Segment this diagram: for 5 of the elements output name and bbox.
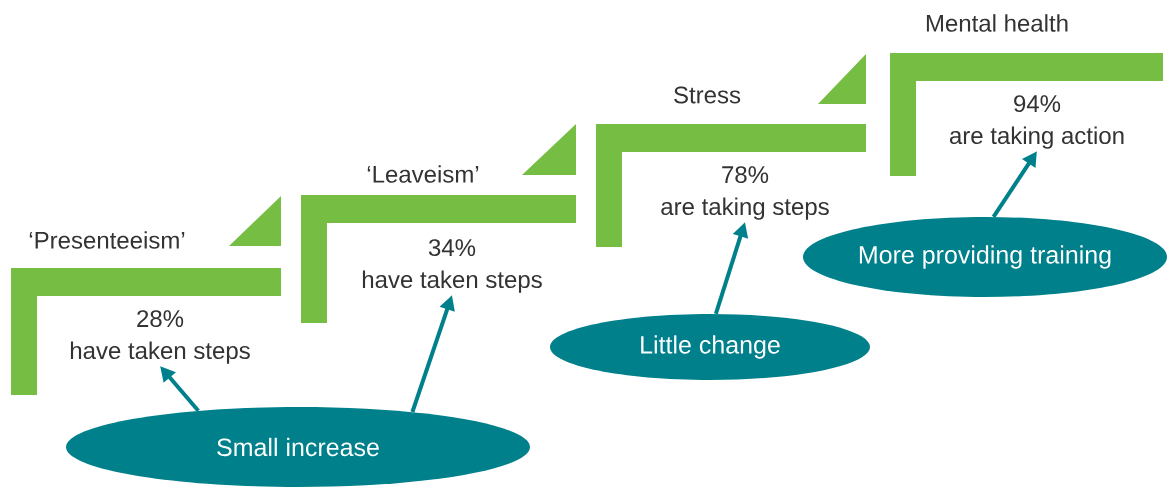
step-heading: ‘Presenteeism’ — [29, 231, 185, 249]
step-heading: Stress — [674, 86, 741, 104]
step-label: 94% are taking action — [949, 95, 1124, 149]
step-heading: ‘Leaveism’ — [367, 165, 479, 183]
step-heading: Mental health — [926, 14, 1068, 32]
